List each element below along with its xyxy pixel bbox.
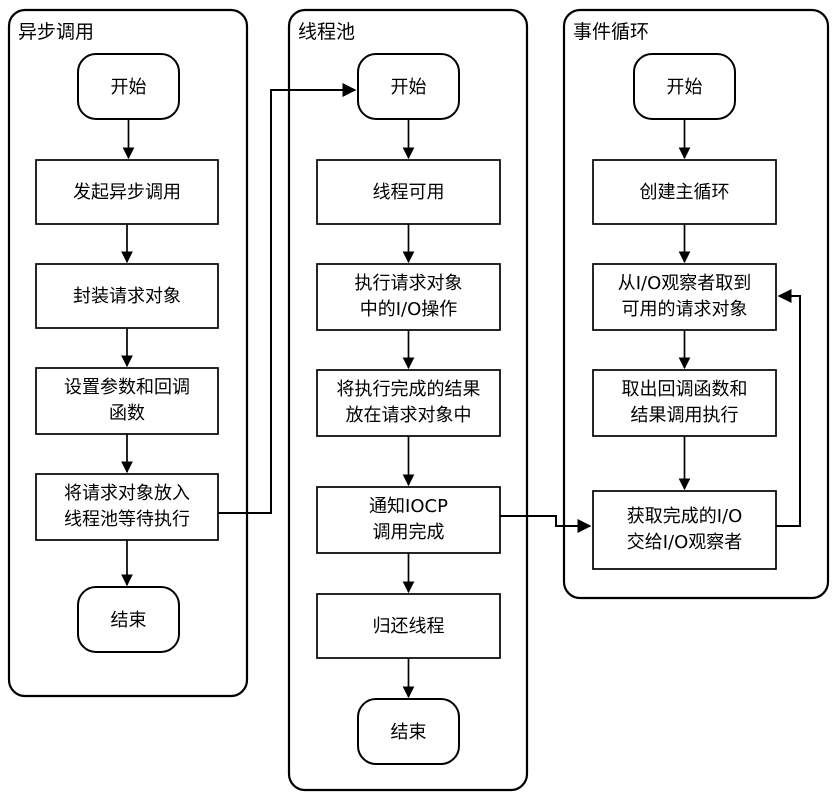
node-label: 创建主循环 xyxy=(640,182,730,203)
node-label-line2: 函数 xyxy=(109,403,145,424)
process-shape xyxy=(316,486,501,554)
node-label-line1: 获取完成的I/O xyxy=(627,506,743,527)
node-label-line1: 取出回调函数和 xyxy=(622,379,748,400)
node-label-line2: 结果调用执行 xyxy=(631,405,739,426)
node-loop-start[interactable]: 开始 xyxy=(633,53,736,120)
node-loop-create-main-loop[interactable]: 创建主循环 xyxy=(592,159,777,225)
node-label-line2: 放在请求对象中 xyxy=(346,405,472,426)
node-pool-return-thread[interactable]: 归还线程 xyxy=(316,593,501,659)
node-label: 线程可用 xyxy=(373,182,445,203)
node-async-enqueue-pool[interactable]: 将请求对象放入 线程池等待执行 xyxy=(35,473,219,541)
node-label-line1: 通知IOCP xyxy=(369,496,448,517)
node-pool-store-result[interactable]: 将执行完成的结果 放在请求对象中 xyxy=(316,369,501,437)
node-label-line2: 线程池等待执行 xyxy=(64,509,190,530)
process-shape xyxy=(592,490,777,570)
node-async-wrap-request[interactable]: 封装请求对象 xyxy=(35,263,219,329)
node-label: 归还线程 xyxy=(373,616,445,637)
node-pool-notify-iocp[interactable]: 通知IOCP 调用完成 xyxy=(316,486,501,554)
process-shape xyxy=(316,593,501,659)
node-loop-fetch-from-observer[interactable]: 从I/O观察者取到 可用的请求对象 xyxy=(592,263,777,331)
node-label: 结束 xyxy=(111,610,147,631)
lane-title-event-loop: 事件循环 xyxy=(573,21,649,43)
node-async-start[interactable]: 开始 xyxy=(77,53,180,120)
node-pool-execute-io[interactable]: 执行请求对象 中的I/O操作 xyxy=(316,263,501,331)
node-label-line2: 可用的请求对象 xyxy=(622,299,748,320)
node-label: 发起异步调用 xyxy=(73,182,181,203)
process-shape xyxy=(592,159,777,225)
lane-title-thread-pool: 线程池 xyxy=(298,21,355,43)
process-shape xyxy=(35,473,219,541)
node-label-line2: 中的I/O操作 xyxy=(360,299,458,320)
process-shape xyxy=(316,159,501,225)
node-label: 开始 xyxy=(391,77,427,98)
node-label-line1: 执行请求对象 xyxy=(355,273,463,294)
node-pool-end[interactable]: 结束 xyxy=(357,698,460,765)
node-label: 封装请求对象 xyxy=(73,286,181,307)
lane-title-async-call: 异步调用 xyxy=(18,21,94,43)
node-async-initiate[interactable]: 发起异步调用 xyxy=(35,159,219,225)
lane-thread-pool: 线程池 开始 线程可用 执行请求对象 中的I/O操作 xyxy=(287,8,529,792)
connector-pool-to-loop xyxy=(500,515,592,533)
node-label-line1: 设置参数和回调 xyxy=(64,377,190,398)
process-shape xyxy=(592,263,777,331)
node-label-line1: 从I/O观察者取到 xyxy=(618,273,752,294)
lane-async-call: 异步调用 开始 发起异步调用 封装请求对象 设置参数和回调 xyxy=(7,8,249,698)
node-async-set-params[interactable]: 设置参数和回调 函数 xyxy=(35,367,219,435)
connector-async-to-pool xyxy=(218,83,357,514)
node-label: 结束 xyxy=(391,722,427,743)
node-async-end[interactable]: 结束 xyxy=(77,586,180,653)
process-shape xyxy=(316,369,501,437)
node-pool-start[interactable]: 开始 xyxy=(357,53,460,120)
process-shape xyxy=(316,263,501,331)
connector-loop-feedback xyxy=(776,289,801,527)
node-label-line2: 调用完成 xyxy=(373,522,445,543)
node-label: 开始 xyxy=(111,77,147,98)
node-label-line1: 将执行完成的结果 xyxy=(337,379,481,400)
process-shape xyxy=(592,369,777,437)
node-label-line2: 交给I/O观察者 xyxy=(627,532,743,553)
node-label: 开始 xyxy=(667,77,703,98)
lane-event-loop: 事件循环 开始 创建主循环 从I/O观察者取到 可用的请求对象 xyxy=(562,8,830,600)
node-loop-invoke-callback[interactable]: 取出回调函数和 结果调用执行 xyxy=(592,369,777,437)
node-loop-collect-io[interactable]: 获取完成的I/O 交给I/O观察者 xyxy=(592,490,777,570)
terminal-shape xyxy=(77,586,180,653)
node-pool-thread-available[interactable]: 线程可用 xyxy=(316,159,501,225)
node-label-line1: 将请求对象放入 xyxy=(64,483,190,504)
terminal-shape xyxy=(357,698,460,765)
